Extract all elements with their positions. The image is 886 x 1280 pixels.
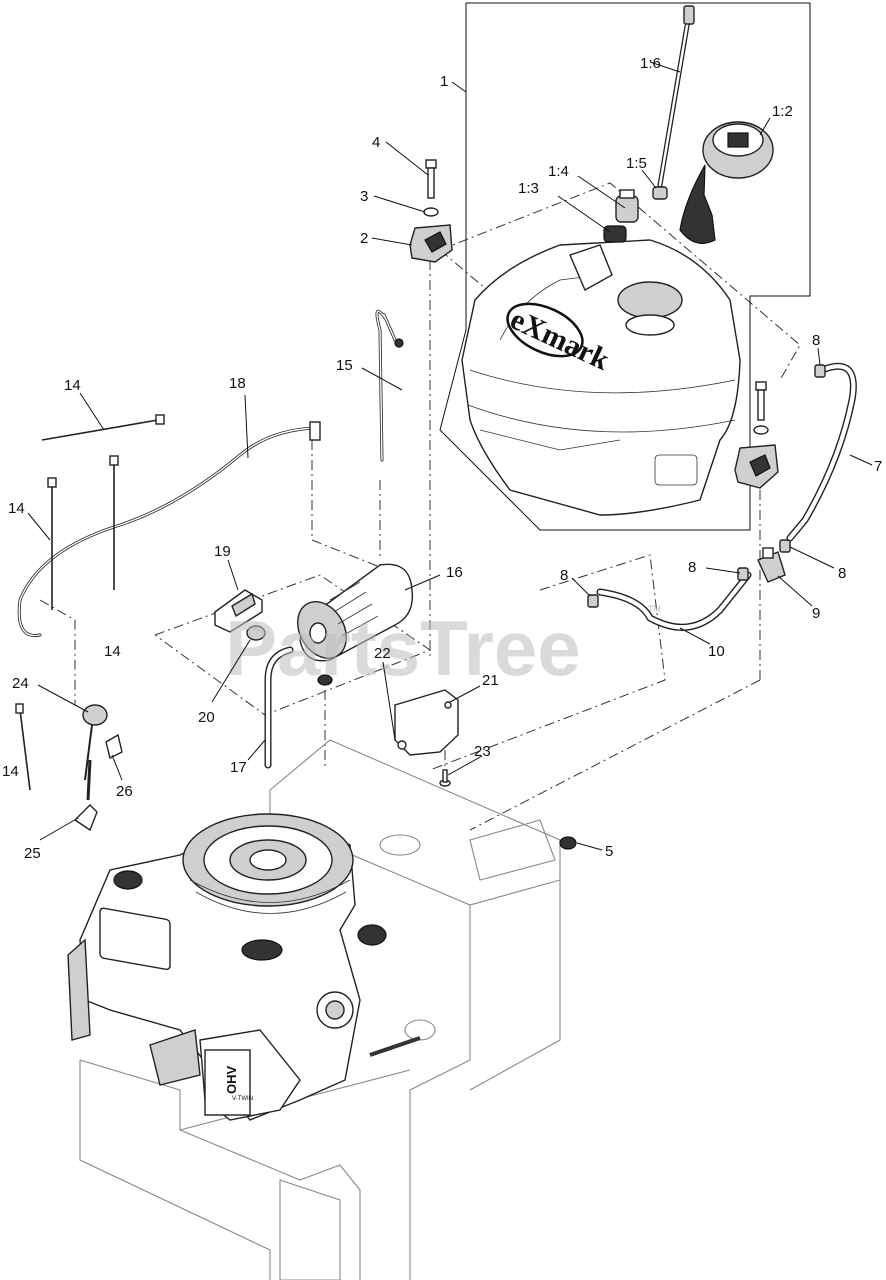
hose-clamp-8-d <box>779 539 791 553</box>
engine: OHV V-TWIN <box>67 813 421 1121</box>
hose-clamp-8-a <box>814 364 826 378</box>
callout-14-a: 14 <box>64 377 81 394</box>
hose-clamp-8-b <box>587 594 599 608</box>
callout-8-c: 8 <box>688 559 696 576</box>
wire-routing-plane <box>39 599 76 705</box>
tank-bracket-left <box>409 224 453 263</box>
tank-filler-neck <box>617 281 683 319</box>
callout-22: 22 <box>374 645 391 662</box>
callout-16: 16 <box>446 564 463 581</box>
engine-decal-text: OHV <box>224 1066 239 1095</box>
callout-1-4: 1:4 <box>548 163 569 180</box>
tank-grip-recess <box>654 454 698 486</box>
callout-2: 2 <box>360 230 368 247</box>
callout-7: 7 <box>874 458 882 475</box>
callout-3: 3 <box>360 188 368 205</box>
fuel-line-plane <box>429 554 666 771</box>
fuel-hose-7 <box>786 362 857 542</box>
fuel-cap <box>679 121 774 244</box>
callout-14-c: 14 <box>104 643 121 660</box>
screw-23 <box>439 769 451 787</box>
hose-clamp-8-c <box>737 567 749 581</box>
grommet <box>603 225 627 243</box>
clamp-24 <box>82 704 108 781</box>
filter-clip-19 <box>214 589 263 633</box>
callout-1: 1 <box>440 73 448 90</box>
callout-8-b: 8 <box>560 567 568 584</box>
fuel-shutoff-valve-9 <box>757 547 786 583</box>
callout-8-d: 8 <box>838 565 846 582</box>
callout-26: 26 <box>116 783 133 800</box>
washer-3 <box>423 207 439 217</box>
callout-9: 9 <box>812 605 820 622</box>
callout-14-b: 14 <box>8 500 25 517</box>
mount-bracket-21 <box>394 689 459 756</box>
watermark: PartsTree <box>225 604 581 692</box>
callout-25: 25 <box>24 845 41 862</box>
callout-24: 24 <box>12 675 29 692</box>
nut-22 <box>317 674 333 686</box>
callout-4: 4 <box>372 134 380 151</box>
callout-19: 19 <box>214 543 231 560</box>
bolt-4 <box>425 159 437 199</box>
callout-8-a: 8 <box>812 332 820 349</box>
nut-5 <box>559 836 577 850</box>
engine-dipstick-cap <box>357 924 387 946</box>
callout-18: 18 <box>229 375 246 392</box>
frame-link-line <box>469 679 761 831</box>
cable-tie-14-a <box>41 419 159 441</box>
grommet-20 <box>246 625 266 641</box>
callout-1-3: 1:3 <box>518 180 539 197</box>
rollover-valve <box>615 189 639 223</box>
tube-grommet <box>652 186 668 200</box>
fuel-tank: eXmark <box>461 239 741 516</box>
callout-1-6: 1:6 <box>640 55 661 72</box>
engine-decal-panel <box>204 1049 251 1116</box>
callout-leaders <box>27 61 873 851</box>
tank-plane-edge <box>439 249 506 306</box>
tank-mount-plane <box>439 182 801 381</box>
engine-decal-subtext: V-TWIN <box>232 1096 253 1102</box>
tank-assembly-boundary <box>439 2 811 531</box>
tank-vent-boss <box>569 244 613 291</box>
washer-right <box>753 425 769 435</box>
callout-1-5: 1:5 <box>626 155 647 172</box>
wire-drop-line-2 <box>311 539 401 576</box>
fitting-26 <box>105 733 123 760</box>
callout-20: 20 <box>198 709 215 726</box>
cable-tie-14-d <box>19 709 31 791</box>
callout-10: 10 <box>708 643 725 660</box>
callout-5: 5 <box>605 843 613 860</box>
bolt-right <box>755 381 767 421</box>
tank-bracket-right <box>734 444 779 489</box>
engine-air-cleaner-cover <box>99 907 171 971</box>
callout-1-2: 1:2 <box>772 103 793 120</box>
elbow-25 <box>73 804 98 832</box>
callout-17: 17 <box>230 759 247 776</box>
fuel-filter-16 <box>297 563 414 662</box>
callout-14-d: 14 <box>2 763 19 780</box>
callout-15: 15 <box>336 357 353 374</box>
watermark-tm: TM <box>648 604 661 614</box>
callout-labels: 1 1:2 1:3 1:4 1:5 1:6 2 3 4 5 7 8 8 8 8 … <box>2 55 882 862</box>
engine-oil-cap <box>241 939 283 961</box>
callout-23: 23 <box>474 743 491 760</box>
callout-21: 21 <box>482 672 499 689</box>
